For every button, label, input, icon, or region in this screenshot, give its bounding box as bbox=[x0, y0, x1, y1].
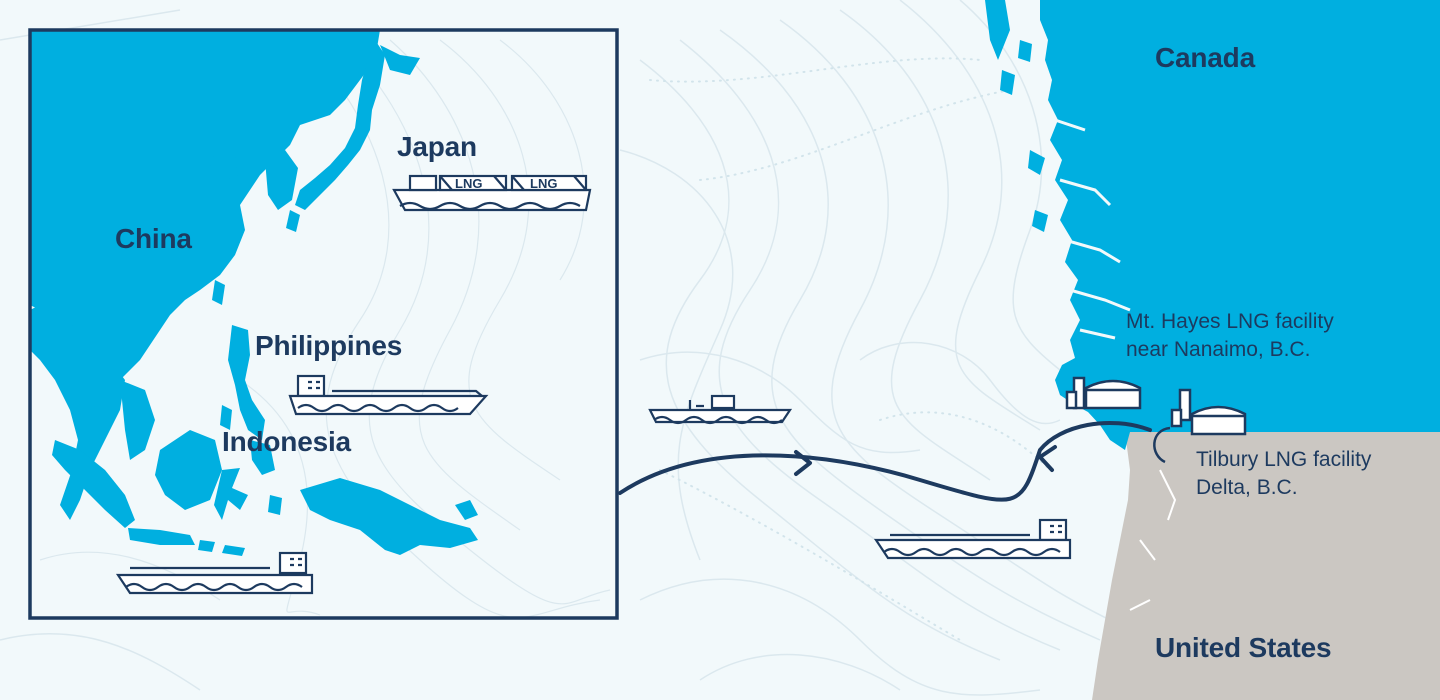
asia-inset bbox=[30, 30, 617, 619]
tilbury-line2: Delta, B.C. bbox=[1196, 476, 1298, 499]
china-label: China bbox=[115, 223, 192, 254]
lng-label: LNG bbox=[455, 176, 482, 191]
indonesia-label: Indonesia bbox=[222, 426, 351, 457]
japan-label: Japan bbox=[397, 131, 477, 162]
canada-label: Canada bbox=[1155, 42, 1255, 73]
ocean-contours bbox=[0, 0, 1111, 696]
philippines-label: Philippines bbox=[255, 330, 403, 361]
lng-carrier-icon: LNG LNG bbox=[392, 174, 592, 212]
cargo-ship-icon bbox=[288, 374, 489, 416]
united-states-label: United States bbox=[1155, 632, 1332, 663]
cargo-ship-icon bbox=[115, 551, 314, 595]
lng-label: LNG bbox=[530, 176, 557, 191]
tilbury-line1: Tilbury LNG facility bbox=[1196, 448, 1372, 471]
mt-hayes-line1: Mt. Hayes LNG facility bbox=[1126, 310, 1334, 333]
coastal-islands bbox=[985, 0, 1048, 232]
inset-frame bbox=[28, 28, 619, 620]
container-ship-icon bbox=[873, 518, 1072, 560]
dotted-contours bbox=[649, 57, 1051, 641]
storage-tank-icon bbox=[1153, 388, 1247, 464]
canada-coast-fjords bbox=[1054, 118, 1131, 340]
united-states-land bbox=[1092, 432, 1440, 700]
canada-land bbox=[1040, 0, 1440, 450]
mt-hayes-facility-label: Mt. Hayes LNG facility near Nanaimo, B.C… bbox=[1126, 308, 1334, 364]
shipping-route-arrow bbox=[618, 420, 1152, 502]
us-coast-inlets bbox=[1129, 469, 1177, 611]
mt-hayes-line2: near Nanaimo, B.C. bbox=[1126, 338, 1311, 361]
tilbury-facility-label: Tilbury LNG facility Delta, B.C. bbox=[1196, 446, 1371, 502]
tanker-ship-icon bbox=[648, 394, 793, 425]
storage-tank-icon bbox=[1065, 376, 1142, 410]
